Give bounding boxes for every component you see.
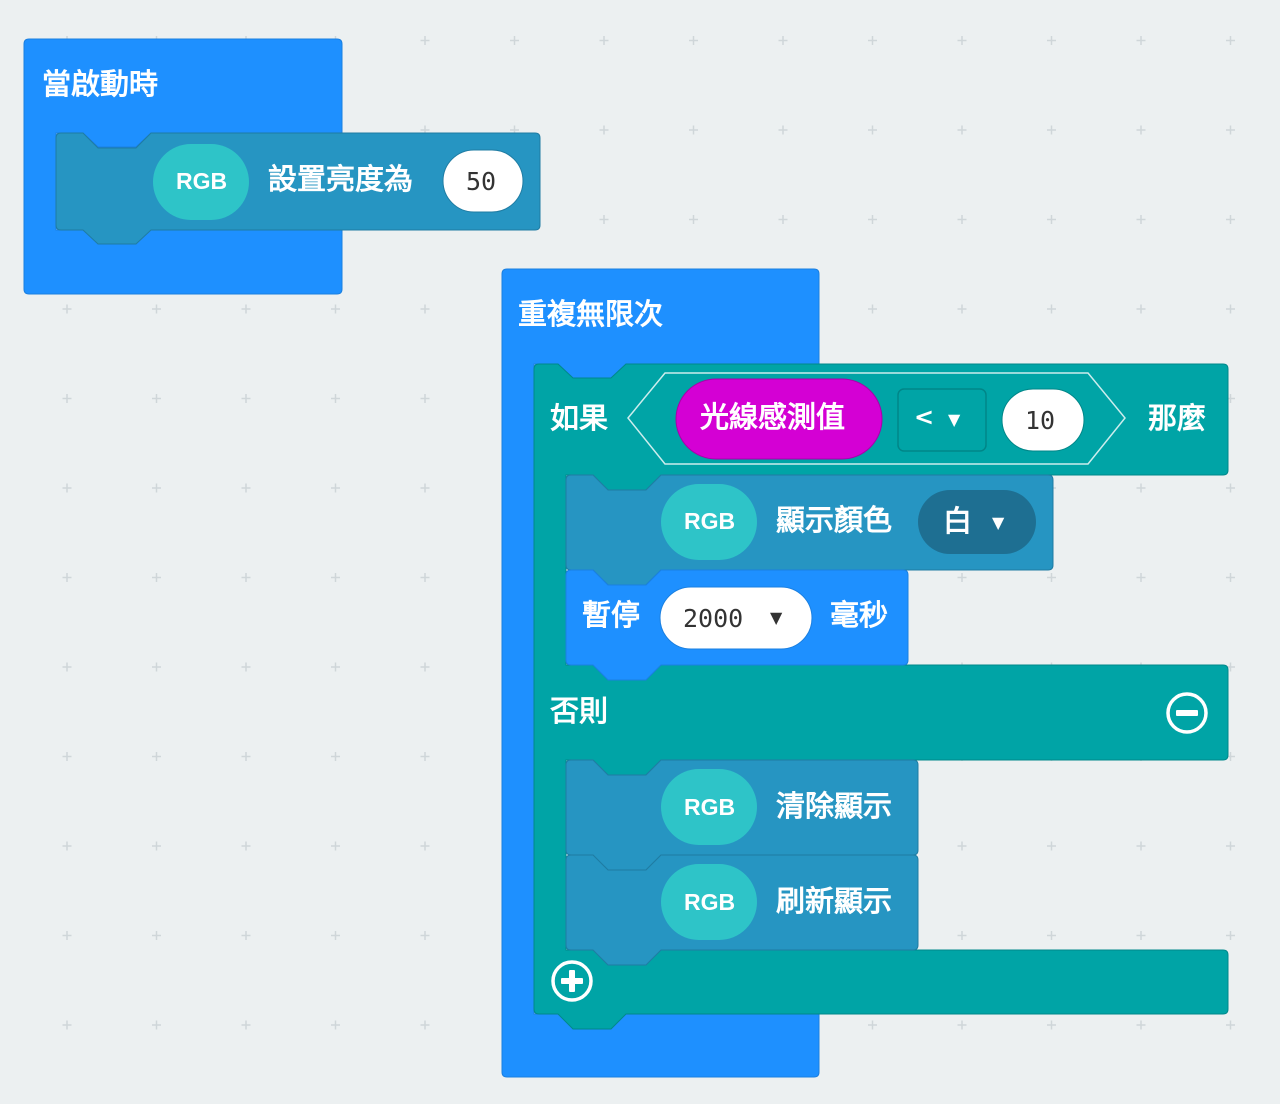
operator-dropdown[interactable]: < xyxy=(914,403,935,431)
minus-circle-icon[interactable] xyxy=(1164,690,1210,736)
rgb-badge: RGB xyxy=(684,794,736,820)
refresh-display-label: 刷新顯示 xyxy=(776,884,893,918)
then-label: 那麼 xyxy=(1148,401,1207,435)
light-sensor-reporter[interactable]: 光線感測值 xyxy=(700,400,846,434)
pause-block-shape xyxy=(565,569,909,681)
on-start-label: 當啟動時 xyxy=(42,67,159,101)
show-color-label: 顯示顏色 xyxy=(776,503,893,537)
pause-unit-label: 毫秒 xyxy=(830,598,889,632)
set-brightness-label: 設置亮度為 xyxy=(268,162,414,196)
clear-display-label: 清除顯示 xyxy=(776,789,893,823)
compare-value-input[interactable]: 10 xyxy=(1025,406,1056,435)
if-else-block-shape xyxy=(533,363,1229,1030)
else-label: 否則 xyxy=(550,694,609,728)
rgb-badge: RGB xyxy=(176,168,228,194)
dropdown-arrow-icon[interactable]: ▼ xyxy=(948,410,961,429)
dropdown-arrow-icon[interactable]: ▼ xyxy=(992,513,1005,532)
rgb-badge: RGB xyxy=(684,508,736,534)
color-dropdown[interactable]: 白 xyxy=(943,504,973,538)
rgb-badge: RGB xyxy=(684,889,736,915)
pause-label: 暫停 xyxy=(582,598,641,632)
dropdown-arrow-icon[interactable]: ▼ xyxy=(770,608,783,627)
brightness-value-input[interactable]: 50 xyxy=(466,167,497,196)
forever-label: 重複無限次 xyxy=(518,297,664,331)
set-brightness-block-shape xyxy=(55,132,541,245)
pause-duration-dropdown[interactable]: 2000 xyxy=(683,604,744,633)
refresh-display-block-shape xyxy=(565,854,919,966)
plus-circle-icon[interactable] xyxy=(549,958,595,1004)
clear-display-block-shape xyxy=(565,759,919,871)
if-label: 如果 xyxy=(550,401,609,435)
show-color-block-shape xyxy=(565,474,1054,586)
